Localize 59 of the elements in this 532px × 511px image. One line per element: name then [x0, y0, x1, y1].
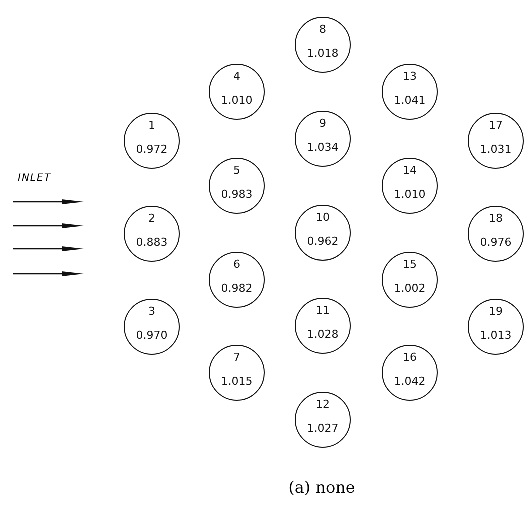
tube-value: 1.013: [480, 330, 512, 342]
caption: (a) none: [288, 478, 356, 497]
tube-circle: [382, 64, 438, 120]
tube-circle: [295, 392, 351, 448]
tube-number: 13: [403, 71, 417, 83]
tube-number: 15: [403, 259, 417, 271]
tube-circle: [124, 113, 180, 169]
tube-circle: [209, 252, 265, 308]
tube-value: 1.015: [221, 376, 253, 388]
tube-circle: [209, 158, 265, 214]
tube-circle: [382, 345, 438, 401]
tube-circle: [468, 206, 524, 262]
tube-value: 0.976: [480, 237, 512, 249]
tube-number: 8: [320, 24, 326, 36]
tube-value: 1.002: [394, 283, 426, 295]
tube-number: 7: [234, 352, 240, 364]
tube-value: 0.972: [136, 144, 168, 156]
tube-number: 19: [489, 306, 503, 318]
tube-circle: [468, 113, 524, 169]
tube-value: 1.031: [480, 144, 512, 156]
tube-value: 1.010: [394, 189, 426, 201]
tube-circle: [382, 252, 438, 308]
tube-number: 1: [148, 120, 156, 132]
inlet-label: INLET: [18, 173, 52, 184]
tube-circle: [295, 17, 351, 73]
tube-number: 10: [316, 212, 330, 224]
tube-circle: [295, 205, 351, 261]
tube-number: 6: [234, 259, 240, 271]
tube-number: 5: [234, 165, 240, 177]
tube-circle: [295, 298, 351, 354]
tube-number: 4: [234, 71, 240, 83]
tube-value: 1.034: [307, 142, 339, 154]
tube-value: 1.018: [307, 48, 339, 60]
tube-value: 1.041: [394, 95, 426, 107]
tube-value: 1.028: [307, 329, 339, 341]
tube-number: 12: [316, 399, 330, 411]
tube-value: 1.042: [394, 376, 426, 388]
tube-circle: [124, 206, 180, 262]
tube-value: 0.962: [307, 236, 339, 248]
tube-number: 16: [403, 352, 417, 364]
tube-circle: [124, 299, 180, 355]
tube-number: 2: [148, 213, 156, 225]
tube-number: 17: [489, 120, 503, 132]
tube-value: 1.010: [221, 95, 253, 107]
tube-number: 14: [403, 165, 417, 177]
tube-circle: [209, 64, 265, 120]
tube-value: 1.027: [307, 423, 339, 435]
tube-number: 18: [489, 213, 503, 225]
tube-circle: [382, 158, 438, 214]
tube-circle: [295, 111, 351, 167]
tube-circle: [209, 345, 265, 401]
tube-value: 0.982: [221, 283, 253, 295]
tube-number: 9: [320, 118, 326, 130]
tube-number: 11: [316, 305, 330, 317]
tube-circle: [468, 299, 524, 355]
tube-value: 0.983: [221, 189, 253, 201]
tube-number: 3: [148, 306, 156, 318]
tube-value: 0.883: [136, 237, 168, 249]
tube-value: 0.970: [136, 330, 168, 342]
